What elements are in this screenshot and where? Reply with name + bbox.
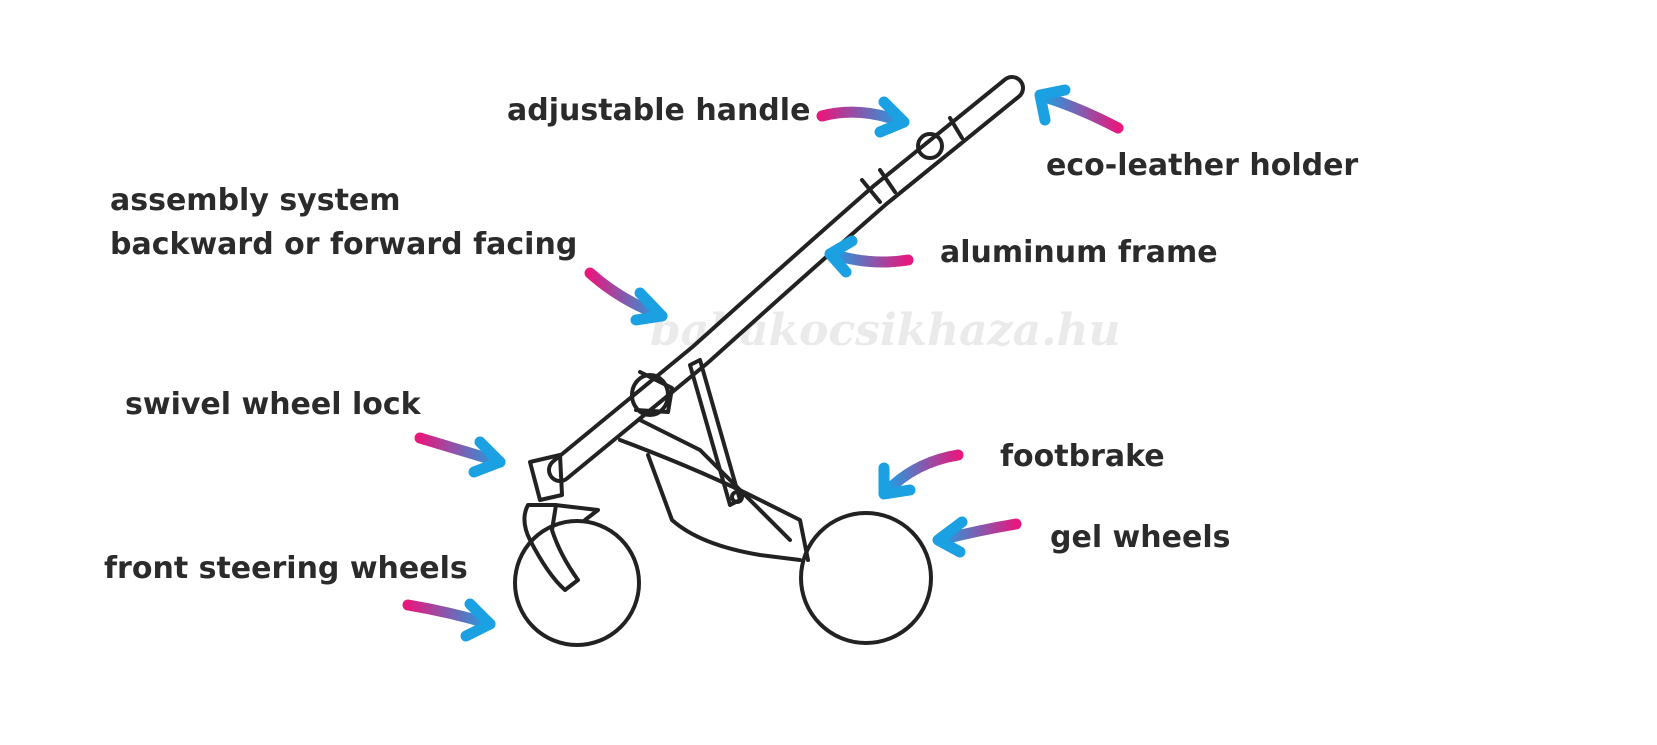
arrow-swivel-wheel-lock	[414, 432, 506, 478]
label-gel-wheels: gel wheels	[1050, 520, 1230, 555]
rear-wheel	[799, 511, 933, 645]
arrowhead-icon	[1034, 84, 1071, 126]
frame-hinge-bracket	[634, 370, 674, 414]
label-assembly-system: assembly system	[110, 183, 401, 218]
arrow-assembly-system	[584, 267, 668, 326]
arrowhead-icon	[878, 462, 916, 500]
swivel-lock-housing	[528, 453, 564, 502]
handle-adjust-button	[916, 132, 944, 160]
front-wheel	[513, 519, 641, 647]
label-eco-leather-holder: eco-leather holder	[1046, 148, 1358, 183]
arrow-front-steering-wheels	[402, 598, 496, 642]
label-front-steering-wheels: front steering wheels	[104, 551, 468, 586]
arrowhead-icon	[874, 96, 910, 138]
label-adjustable-handle: adjustable handle	[507, 93, 810, 128]
front-fork	[522, 503, 580, 592]
arrow-aluminum-frame	[824, 235, 914, 278]
seat-frame	[618, 438, 810, 562]
handle-ring	[878, 168, 897, 194]
holder-edge	[948, 116, 964, 140]
seat-basket	[646, 453, 802, 562]
arrowhead-icon	[630, 287, 668, 326]
label-aluminum-frame: aluminum frame	[940, 235, 1218, 270]
handle-frame-tube-inner	[551, 79, 1021, 479]
label-footbrake: footbrake	[1000, 439, 1165, 474]
stroller-illustration	[513, 75, 1025, 647]
label-assembly-facing: backward or forward facing	[110, 227, 577, 262]
arrow-eco-leather-holder	[1034, 84, 1124, 134]
arrowhead-icon	[824, 235, 858, 278]
arrowhead-icon	[468, 436, 506, 478]
strut-pivot	[730, 490, 744, 504]
arrowhead-icon	[460, 598, 496, 642]
handle-ring	[860, 178, 882, 204]
label-swivel-wheel-lock: swivel wheel lock	[125, 387, 422, 422]
arrow-adjustable-handle	[816, 96, 910, 138]
front-fork-fender	[553, 503, 600, 522]
arrow-gel-wheels	[932, 516, 1022, 558]
lower-frame	[638, 418, 792, 542]
arrow-footbrake	[878, 449, 964, 500]
arrowhead-icon	[932, 516, 968, 558]
